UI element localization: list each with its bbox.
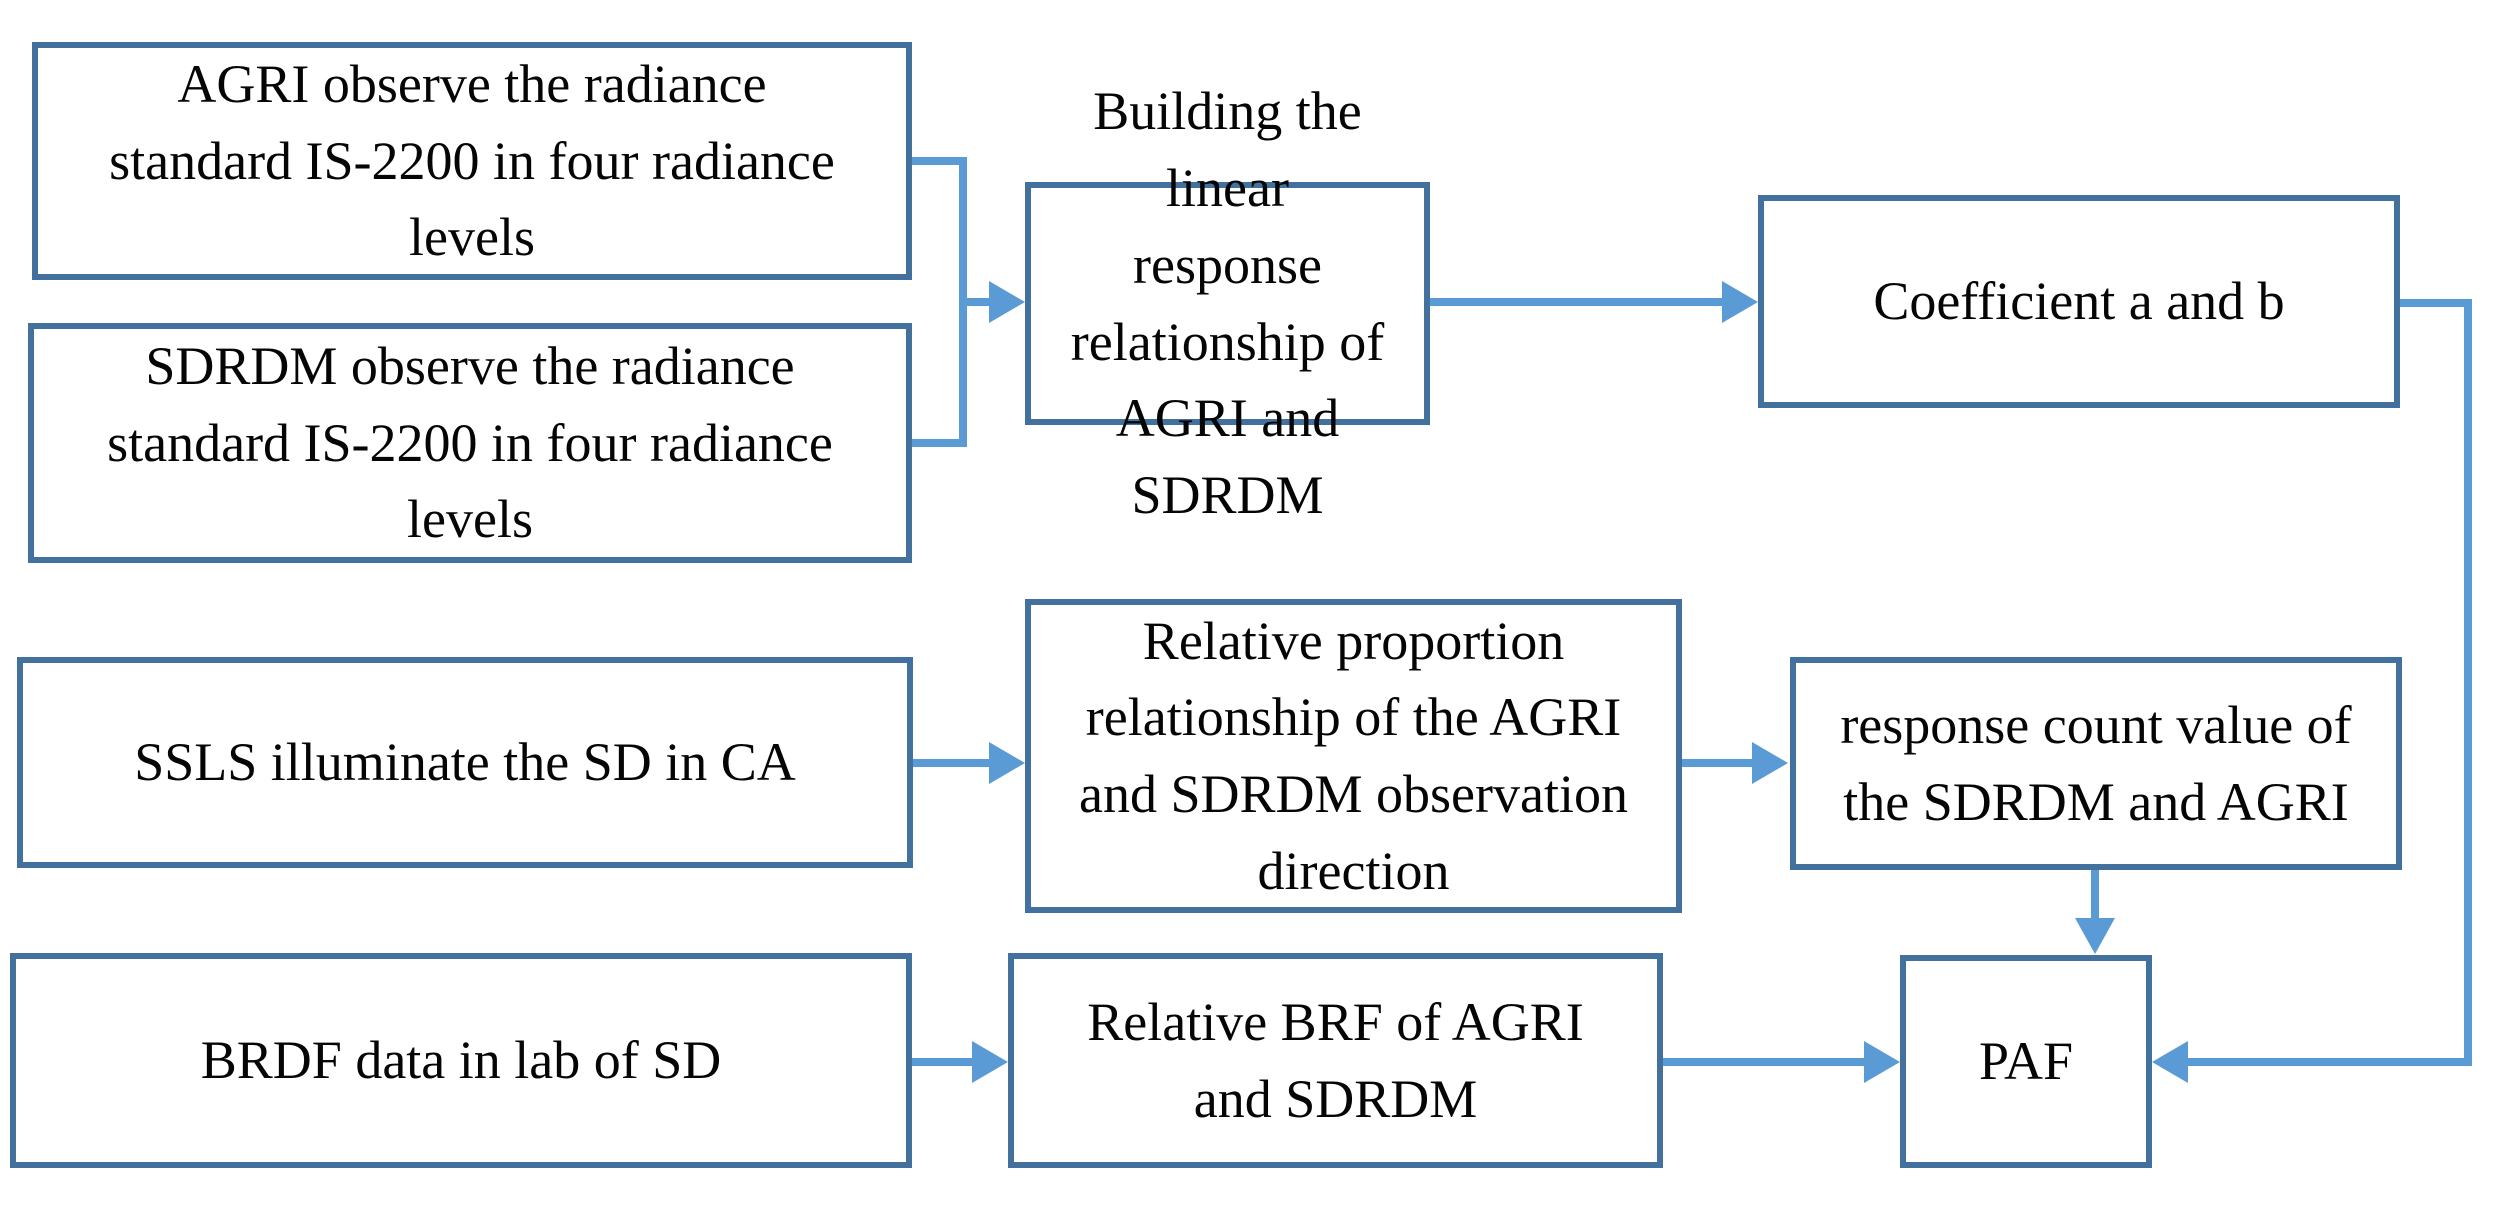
arrowhead-into-relative-brf	[972, 1041, 1008, 1083]
box-coefficient-a-and-b: Coefficient a and b	[1758, 195, 2400, 408]
connector-coefficient-elbow-vertical	[2464, 299, 2472, 1066]
connector-relative-brf-to-paf	[1663, 1058, 1866, 1066]
connector-relative-proportion-to-response-count	[1682, 759, 1754, 767]
box-building-linear-response: Building the linear response relationshi…	[1025, 81, 1430, 525]
connector-building-to-coefficient	[1430, 298, 1724, 306]
arrowhead-into-building	[989, 281, 1025, 323]
arrowhead-into-paf-right	[2152, 1041, 2188, 1083]
connector-coefficient-elbow-bottom	[2186, 1058, 2472, 1066]
connector-response-count-to-paf	[2091, 870, 2099, 920]
connector-coefficient-elbow-top	[2400, 299, 2472, 307]
box-ssls-illuminate: SSLS illuminate the SD in CA	[17, 657, 913, 868]
arrowhead-into-paf-left	[1864, 1041, 1900, 1083]
box-relative-brf: Relative BRF of AGRI and SDRDM	[1008, 953, 1663, 1168]
connector-brdf-to-relative-brf	[912, 1058, 974, 1066]
connector-bracket-to-building	[963, 298, 991, 306]
connector-ssls-to-relative-proportion	[913, 759, 991, 767]
box-brdf-data: BRDF data in lab of SD	[10, 953, 912, 1168]
arrowhead-into-paf-top	[2075, 918, 2115, 954]
box-agri-observe: AGRI observe the radiance standard IS-22…	[32, 42, 912, 280]
connector-agri-bracket-top	[912, 157, 967, 165]
connector-sdrdm-bracket-bottom	[912, 439, 967, 447]
box-relative-proportion: Relative proportion relationship of the …	[1025, 599, 1682, 913]
box-response-count-value: response count value of the SDRDM and AG…	[1790, 657, 2402, 870]
box-paf: PAF	[1900, 955, 2152, 1168]
arrowhead-into-coefficient	[1722, 281, 1758, 323]
box-sdrdm-observe: SDRDM observe the radiance standard IS-2…	[28, 323, 912, 563]
arrowhead-into-relative-proportion	[989, 742, 1025, 784]
arrowhead-into-response-count	[1752, 742, 1788, 784]
